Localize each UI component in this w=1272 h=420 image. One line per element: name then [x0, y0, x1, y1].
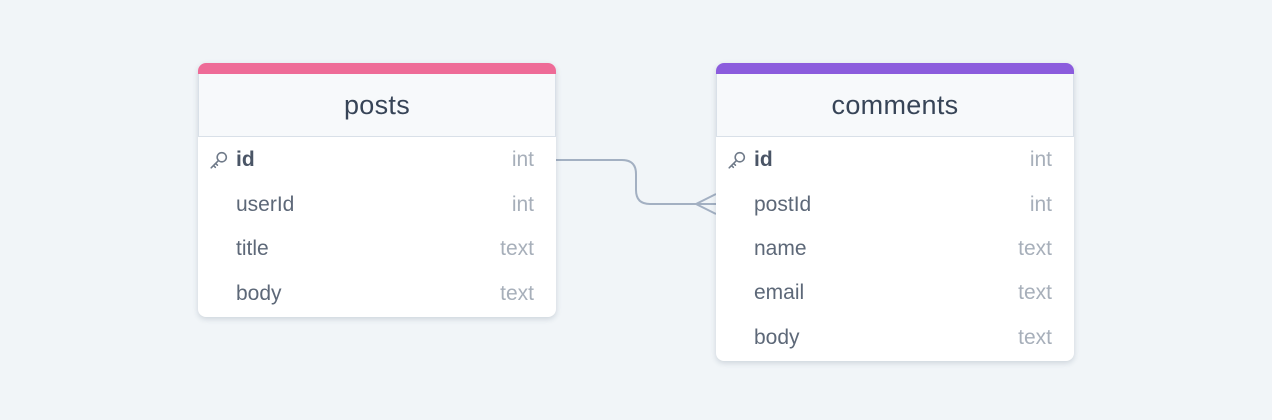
table-accent-bar [198, 63, 556, 74]
column-name: body [236, 282, 282, 305]
column-name: id [236, 148, 255, 171]
column-name: email [754, 281, 805, 304]
column-type: int [511, 193, 534, 216]
column-name: postId [754, 193, 812, 216]
relation-line [556, 159, 716, 205]
column-name: title [236, 237, 269, 260]
column-row-userid[interactable]: userId int [198, 183, 556, 227]
column-type: int [1029, 148, 1052, 171]
table-comments[interactable]: comments id int postId int name text ema… [716, 63, 1074, 361]
column-type: text [1018, 237, 1052, 260]
table-accent-bar [716, 63, 1074, 74]
column-row-postid[interactable]: postId int [716, 183, 1074, 227]
column-type: int [511, 148, 534, 171]
column-type: text [500, 282, 534, 305]
column-name: id [754, 148, 773, 171]
column-row-body[interactable]: body text [198, 271, 556, 317]
column-row-email[interactable]: email text [716, 271, 1074, 315]
column-type: int [1029, 193, 1052, 216]
column-type: text [500, 237, 534, 260]
column-name: body [754, 326, 800, 349]
column-row-title[interactable]: title text [198, 227, 556, 271]
column-row-name[interactable]: name text [716, 227, 1074, 271]
column-type: text [1018, 326, 1052, 349]
table-title: posts [198, 74, 556, 137]
column-row-body[interactable]: body text [716, 315, 1074, 361]
column-row-id[interactable]: id int [198, 137, 556, 183]
column-name: name [754, 237, 807, 260]
column-row-id[interactable]: id int [716, 137, 1074, 183]
key-icon [210, 151, 228, 169]
crows-foot-icon [695, 193, 717, 215]
table-posts[interactable]: posts id int userId int title text body … [198, 63, 556, 317]
column-name: userId [236, 193, 295, 216]
column-type: text [1018, 281, 1052, 304]
key-icon [728, 151, 746, 169]
table-title: comments [716, 74, 1074, 137]
